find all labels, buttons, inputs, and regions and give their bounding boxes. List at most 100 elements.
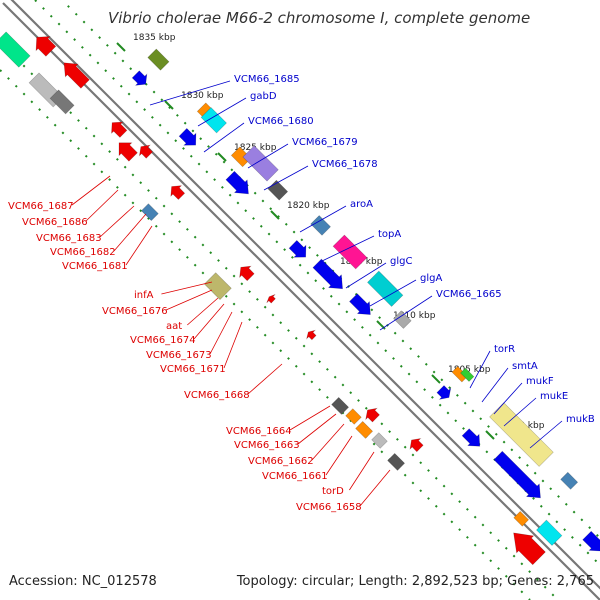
leader-line-reverse bbox=[359, 469, 391, 507]
gene-forward-1 bbox=[147, 48, 170, 71]
leader-line-forward bbox=[379, 295, 433, 331]
gene-reverse-5 bbox=[111, 121, 128, 138]
gene-label-reverse: VCM66_1671 bbox=[160, 364, 226, 375]
gene-label-forward: glgA bbox=[420, 273, 442, 284]
gene-forward-13 bbox=[349, 293, 371, 315]
accession-value: NC_012578 bbox=[81, 574, 157, 589]
gene-reverse-17 bbox=[355, 420, 374, 439]
gene-label-forward: VCM66_1680 bbox=[248, 116, 314, 127]
gene-reverse-9 bbox=[170, 185, 186, 200]
gene-reverse-0 bbox=[0, 31, 31, 68]
gene-reverse-20 bbox=[409, 438, 424, 453]
gene-reverse-21 bbox=[513, 532, 546, 566]
gene-forward-20 bbox=[489, 402, 554, 467]
gene-reverse-18 bbox=[371, 432, 388, 449]
gene-reverse-1 bbox=[35, 36, 57, 57]
leader-line-reverse bbox=[99, 205, 135, 238]
gene-label-reverse: VCM66_1676 bbox=[102, 306, 168, 317]
gene-label-reverse: VCM66_1687 bbox=[8, 201, 74, 212]
leader-line-forward bbox=[369, 279, 417, 307]
backbone-outer-line bbox=[10, 0, 600, 590]
gene-forward-23 bbox=[513, 510, 530, 527]
gene-reverse-3 bbox=[49, 89, 75, 115]
genome-title: Vibrio cholerae M66-2 chromosome I, comp… bbox=[108, 9, 531, 27]
gene-reverse-8 bbox=[140, 203, 159, 222]
gene-label-reverse: infA bbox=[134, 290, 154, 301]
gene-forward-4 bbox=[200, 107, 227, 134]
gene-forward-16 bbox=[436, 385, 452, 400]
gene-label-forward: VCM66_1685 bbox=[234, 74, 300, 85]
length-value: 2,892,523 bp bbox=[411, 574, 499, 589]
gene-label-forward: VCM66_1678 bbox=[312, 159, 378, 170]
gene-forward-19 bbox=[461, 428, 481, 447]
leader-line-reverse bbox=[71, 175, 111, 206]
leader-line-reverse bbox=[311, 423, 345, 461]
gene-count-value: 2,765 bbox=[556, 574, 594, 589]
gene-label-reverse: VCM66_1662 bbox=[248, 456, 314, 467]
gene-reverse-15 bbox=[345, 408, 362, 425]
leader-line-forward bbox=[203, 122, 245, 153]
leader-line-forward bbox=[481, 367, 509, 403]
gene-reverse-11 bbox=[239, 265, 255, 282]
leader-line-reverse bbox=[161, 281, 213, 295]
gene-forward-8 bbox=[267, 179, 289, 201]
leader-line-reverse bbox=[209, 311, 233, 355]
gene-label-forward: VCM66_1665 bbox=[436, 289, 502, 300]
leader-line-forward bbox=[299, 205, 347, 233]
gene-forward-9 bbox=[288, 239, 307, 258]
scale-tick-mark bbox=[270, 210, 280, 220]
gene-label-reverse: VCM66_1683 bbox=[36, 233, 102, 244]
scale-tick-mark bbox=[431, 374, 441, 384]
scale-tick-label: 1830 kbp bbox=[181, 91, 224, 101]
gene-label-forward: torR bbox=[494, 344, 515, 355]
scale-tick-label: 1810 kbp bbox=[393, 311, 436, 321]
leader-line-forward bbox=[263, 165, 309, 191]
gene-reverse-14 bbox=[331, 396, 350, 415]
gene-label-forward: glgC bbox=[390, 256, 412, 267]
gene-forward-15 bbox=[393, 310, 412, 329]
gene-forward-0 bbox=[131, 70, 148, 86]
gene-forward-6 bbox=[225, 170, 249, 195]
gene-label-reverse: aat bbox=[166, 321, 182, 332]
gene-label-reverse: VCM66_1668 bbox=[184, 390, 250, 401]
gene-label-forward: gabD bbox=[250, 91, 277, 102]
leader-line-reverse bbox=[223, 321, 243, 369]
leader-line-forward bbox=[319, 235, 375, 263]
leader-line-reverse bbox=[85, 189, 119, 222]
gene-forward-7 bbox=[242, 145, 279, 182]
gene-label-forward: mukE bbox=[540, 391, 568, 402]
topology-value: circular bbox=[301, 574, 350, 589]
gene-label-forward: mukB bbox=[566, 414, 595, 425]
gene-forward-21 bbox=[493, 450, 541, 499]
gene-reverse-6 bbox=[118, 142, 138, 162]
accession-label: Accession: NC_012578 bbox=[9, 574, 157, 589]
gene-label-reverse: VCM66_1673 bbox=[146, 350, 212, 361]
leader-line-reverse bbox=[289, 405, 331, 431]
ruler-line-upper bbox=[34, 0, 600, 566]
leader-line-forward bbox=[197, 97, 247, 127]
leader-line-forward bbox=[503, 397, 537, 427]
leader-line-reverse bbox=[325, 435, 353, 476]
leader-line-forward bbox=[149, 80, 231, 106]
gene-label-forward: topA bbox=[378, 229, 401, 240]
gene-label-reverse: VCM66_1661 bbox=[262, 471, 328, 482]
ruler-line-bottom bbox=[0, 69, 531, 600]
leader-line-reverse bbox=[193, 303, 225, 340]
gene-reverse-13 bbox=[306, 329, 317, 341]
leader-line-reverse bbox=[187, 297, 219, 326]
leader-line-forward bbox=[345, 262, 387, 289]
gene-forward-14 bbox=[367, 270, 404, 307]
gene-reverse-12 bbox=[266, 294, 276, 304]
leader-line-forward bbox=[493, 382, 523, 415]
leader-line-reverse bbox=[125, 225, 153, 266]
gene-label-reverse: VCM66_1664 bbox=[226, 426, 292, 437]
gene-label-reverse: VCM66_1686 bbox=[22, 217, 88, 228]
gene-forward-11 bbox=[312, 258, 343, 290]
leader-line-forward bbox=[469, 350, 491, 389]
leader-line-reverse bbox=[297, 413, 337, 445]
gene-label-reverse: torD bbox=[322, 486, 344, 497]
scale-tick-mark bbox=[164, 100, 174, 110]
gene-label-forward: VCM66_1679 bbox=[292, 137, 358, 148]
